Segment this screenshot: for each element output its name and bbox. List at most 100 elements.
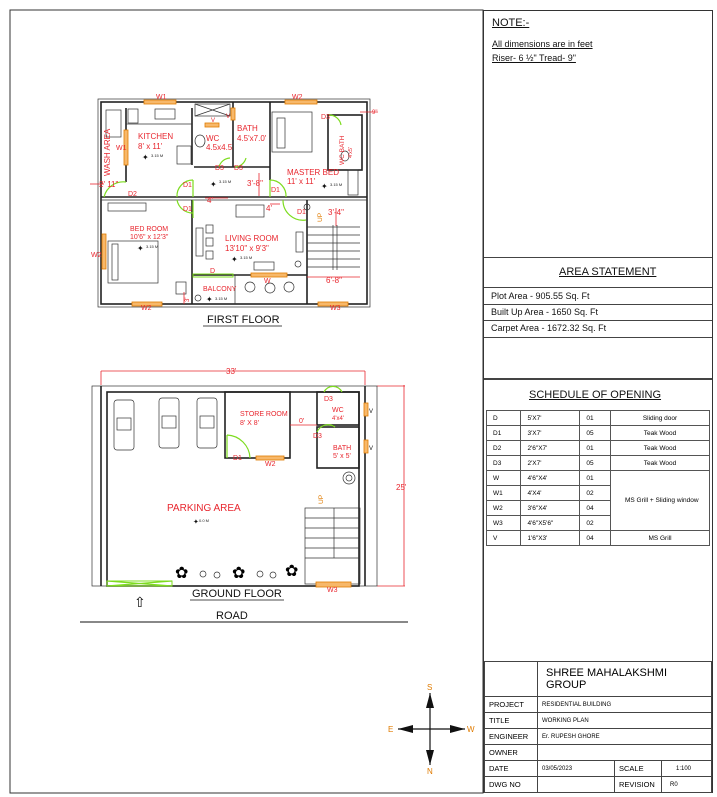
divider xyxy=(484,337,712,338)
plant-icon: ✿ xyxy=(175,565,188,582)
shower-icon xyxy=(194,103,231,117)
opening-tag: W xyxy=(264,278,271,285)
wardrobe-icon xyxy=(347,169,359,196)
ff-outer-wall-face xyxy=(97,98,371,308)
level-lobby: 3.15 M xyxy=(219,179,231,184)
level-balcony: 3.15 M xyxy=(215,296,227,301)
opening-tag: W2 xyxy=(91,252,102,259)
dim-depth: 25' xyxy=(396,483,407,492)
north-compass: S N E W xyxy=(388,683,475,776)
sofa-icon xyxy=(195,227,204,257)
opening-tag: V xyxy=(226,114,230,120)
stair-up-label: UP xyxy=(318,495,325,504)
bed-icon xyxy=(107,240,159,284)
room-label-gf-wc: WC xyxy=(332,407,344,414)
note-line: All dimensions are in feet xyxy=(492,39,593,49)
dining-table-icon xyxy=(235,204,265,218)
opening-tag: V xyxy=(369,446,373,452)
level-living: 3.15 M xyxy=(240,255,252,260)
schedule-heading: SCHEDULE OF OPENING xyxy=(529,389,662,401)
area-statement-heading: AREA STATEMENT xyxy=(559,266,657,278)
opening-tag: D xyxy=(210,268,215,275)
level-parking: 0.0 M xyxy=(199,518,209,523)
compass-s: S xyxy=(427,683,432,692)
divider xyxy=(484,287,712,288)
room-size-master-bed: 11' x 11' xyxy=(287,177,316,186)
compass-w: W xyxy=(467,725,475,734)
area-row: Plot Area - 905.55 Sq. Ft xyxy=(491,291,590,301)
washing-machine-icon xyxy=(105,109,122,138)
opening-tag: W2 xyxy=(265,461,276,468)
car-icon xyxy=(196,397,218,449)
dimension-label: 4' xyxy=(266,204,272,213)
wc-toilet-icon xyxy=(340,150,350,162)
dimension-label: 3'-8" xyxy=(247,179,263,188)
room-label-master-bed: MASTER BED xyxy=(287,168,339,177)
stair-up-label: UP xyxy=(317,213,324,222)
opening-tag: D3 xyxy=(234,165,243,172)
opening-tag: D3 xyxy=(313,433,322,440)
room-label-living-room: LIVING ROOM xyxy=(225,234,279,243)
gf-staircase xyxy=(304,507,361,585)
room-label-gf-bath: BATH xyxy=(333,445,351,452)
opening-tag: D1 xyxy=(271,187,280,194)
level-marker-icon: ✦ xyxy=(137,244,144,253)
road-label: ROAD xyxy=(216,610,248,622)
opening-tag: W2 xyxy=(292,94,303,101)
revision-value: R0 xyxy=(661,776,712,793)
room-size-gf-wc: 4'x4' xyxy=(332,416,344,422)
note-line: Riser- 6 ½" Tread- 9" xyxy=(492,53,576,63)
first-floor-caption: FIRST FLOOR xyxy=(207,314,280,326)
bedroom-wardrobe-icon xyxy=(107,202,147,212)
opening-tag: D1 xyxy=(297,209,306,216)
level-marker-icon: ✦ xyxy=(142,153,149,162)
area-row: Carpet Area - 1672.32 Sq. Ft xyxy=(491,323,607,333)
opening-tag: D2 xyxy=(128,191,137,198)
dim-width: 33' xyxy=(226,367,237,376)
scale-value: 1:100 xyxy=(661,760,712,777)
level-marker-icon: ✦ xyxy=(210,180,217,189)
sink-icon xyxy=(127,108,139,124)
room-label-bed-room: BED ROOM xyxy=(130,226,168,233)
first-floor-plan: ✦ ✦ ✦ ✦ ✦ ✦ 3.15 M 3.15 M 3.15 M 3.15 M … xyxy=(90,94,378,327)
dimension-label: 6'-8" xyxy=(326,276,342,285)
toilet-icon xyxy=(194,134,206,148)
plant-icon: ✿ xyxy=(232,565,245,582)
divider xyxy=(484,378,712,380)
compass-e: E xyxy=(388,725,393,734)
area-row: Built Up Area - 1650 Sq. Ft xyxy=(491,307,599,317)
ff-outer-wall xyxy=(100,101,368,305)
info-panel: NOTE:- All dimensions are in feet Riser-… xyxy=(483,10,713,793)
company-name: SHREE MAHALAKSHMI GROUP xyxy=(537,661,712,697)
dwg-value xyxy=(537,776,615,793)
dimension-label: 0' xyxy=(299,418,304,425)
room-size-kitchen: 8' x 11' xyxy=(138,142,163,151)
room-label-balcony: BALCONY xyxy=(203,286,237,293)
level-bed-room: 3.15 M xyxy=(146,244,158,249)
room-size-bed-room: 10'6" x 12'3" xyxy=(130,234,169,241)
dimension-label: 3' xyxy=(185,298,191,302)
title-value: WORKING PLAN xyxy=(537,712,712,729)
project-value: RESIDENTIAL BUILDING xyxy=(537,696,712,713)
room-label-parking: PARKING AREA xyxy=(167,503,241,514)
opening-tag: D1 xyxy=(233,455,242,462)
dimension-label: 9" xyxy=(372,110,377,116)
engineer-value: Er. RUPESH GHORE xyxy=(537,728,712,745)
car-icon xyxy=(158,397,180,449)
room-label-store: STORE ROOM xyxy=(240,411,288,418)
opening-tag: D3 xyxy=(215,165,224,172)
stove-icon xyxy=(154,108,176,120)
notes-heading: NOTE:- xyxy=(492,17,530,29)
room-size-living-room: 13'10" x 9'3" xyxy=(225,244,269,253)
opening-tag: D1 xyxy=(183,182,192,189)
opening-tag: W3 xyxy=(330,305,341,312)
room-label-kitchen: KITCHEN xyxy=(138,132,173,141)
date-value: 03/05/2023 xyxy=(537,760,615,777)
room-size-bath: 4.5'x7.0' xyxy=(237,134,267,143)
car-icon xyxy=(113,399,135,451)
level-marker-icon: ✦ xyxy=(321,182,328,191)
